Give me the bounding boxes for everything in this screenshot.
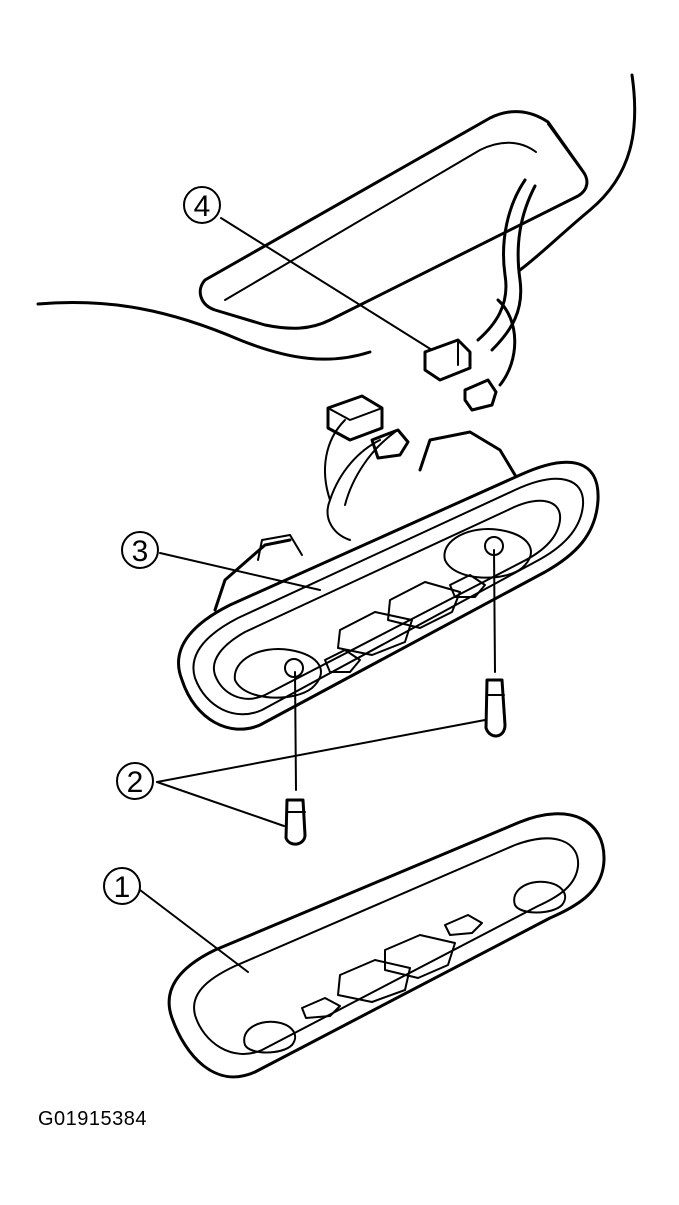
callout-3: 3	[121, 531, 159, 569]
headliner	[36, 73, 637, 361]
callout-4: 4	[183, 186, 221, 224]
figure-code: G01915384	[38, 1108, 148, 1130]
roof-bracket	[198, 110, 589, 330]
callout-2-label: 2	[127, 766, 144, 799]
lamp-housing	[177, 430, 600, 731]
leader-lines	[139, 217, 486, 973]
callout-3-label: 3	[132, 535, 149, 568]
callout-4-label: 4	[194, 190, 211, 223]
wiring-harness	[324, 178, 537, 541]
callout-1: 1	[103, 867, 141, 905]
bulbs	[284, 549, 507, 846]
callout-2: 2	[116, 762, 154, 800]
lens-cover	[167, 812, 606, 1079]
callout-1-label: 1	[114, 871, 131, 904]
connector	[326, 338, 498, 460]
